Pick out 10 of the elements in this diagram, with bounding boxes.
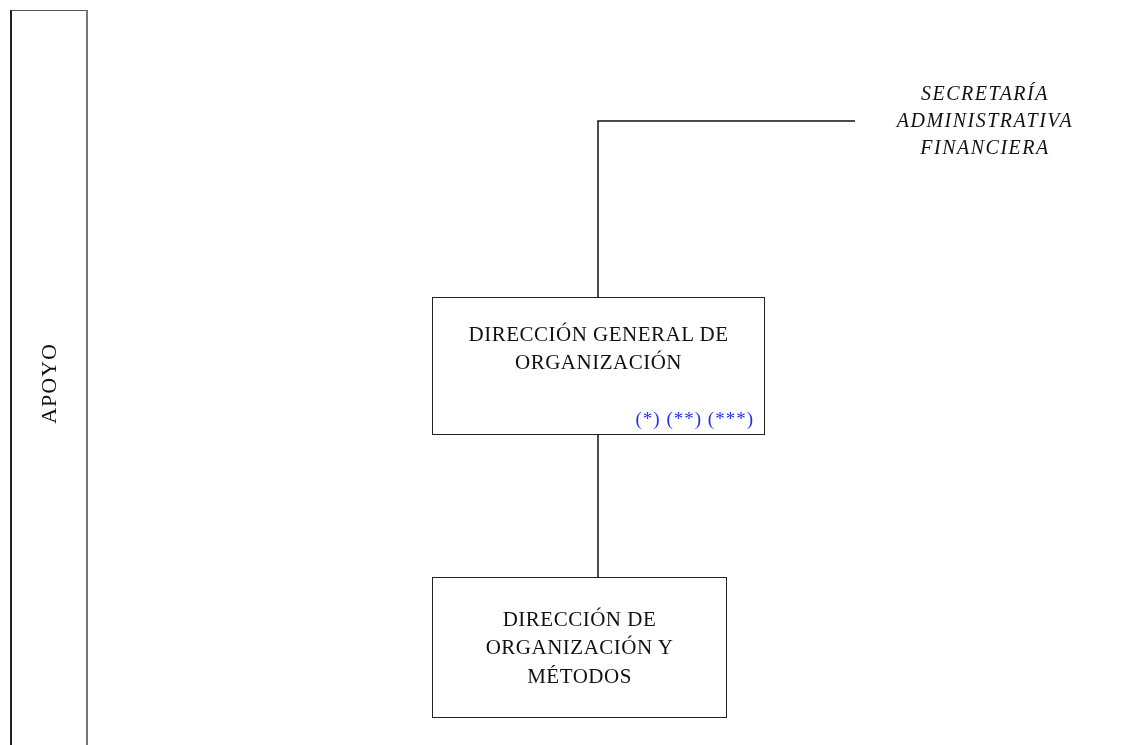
unit-box xyxy=(432,577,727,718)
connector-line xyxy=(597,434,599,578)
band-label: APOYO xyxy=(36,342,62,424)
unit-title: DIRECCIÓN DE ORGANIZACIÓN Y MÉTODOS xyxy=(484,606,675,690)
connector-line xyxy=(597,120,856,298)
unit-label: SECRETARÍA ADMINISTRATIVA FINANCIERA xyxy=(895,80,1075,160)
footnote-marks: (*) (**) (***) xyxy=(635,408,754,430)
unit-box xyxy=(432,297,765,435)
unit-title: DIRECCIÓN GENERAL DE ORGANIZACIÓN xyxy=(467,321,730,377)
side-band xyxy=(10,10,88,745)
